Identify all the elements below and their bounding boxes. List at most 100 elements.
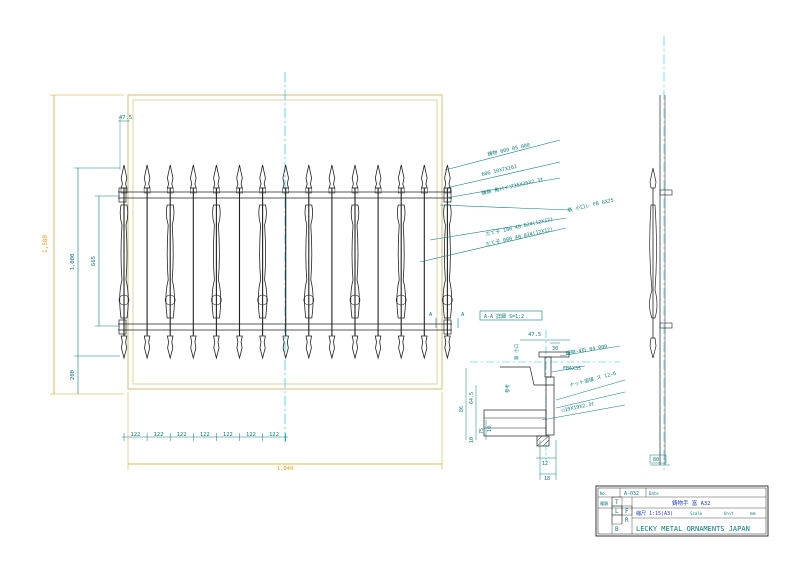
picket-knuckle <box>257 294 268 306</box>
picket-finial <box>282 164 290 189</box>
tb-date-label: Date <box>649 491 659 496</box>
detail-dim-c: 10 <box>469 437 475 443</box>
picket-finial <box>374 164 382 189</box>
picket-bottom-finial <box>374 335 382 360</box>
picket-baluster <box>211 204 222 319</box>
picket-finial <box>351 164 359 189</box>
picket-collar <box>259 187 266 194</box>
picket-bottom-finial <box>120 335 128 360</box>
picket-bottom-finial <box>282 335 289 360</box>
picket-finial <box>143 164 151 189</box>
picket-collar <box>236 187 243 194</box>
picket-baluster <box>257 204 268 319</box>
leader-note-3: 鋳鉄 角パイプ35X35X2.3t <box>481 176 544 197</box>
picket-bottom-finial <box>143 335 151 360</box>
side-view: 80 <box>649 36 673 470</box>
picket-bottom-finial <box>236 335 243 360</box>
pitch-label: 122 <box>154 432 164 438</box>
dim-fence-height: 1,000 <box>70 254 76 271</box>
detail-dim-d: 75 <box>479 428 485 434</box>
picket <box>349 164 361 360</box>
tb-scale: 縮尺 1:15(A3) <box>636 510 673 517</box>
post-top-left <box>118 187 127 203</box>
picket-baluster <box>304 204 314 319</box>
side-dim: 80 <box>653 457 659 463</box>
picket-baluster <box>442 204 453 319</box>
picket-bottom-finial <box>328 335 336 360</box>
picket-collar <box>328 187 336 194</box>
picket <box>303 164 315 360</box>
pitch-label: 122 <box>246 432 256 438</box>
picket <box>257 164 268 360</box>
picket-finial <box>120 164 128 189</box>
dim-total-width: 1,040 <box>277 466 294 472</box>
tb-mark-b: B <box>615 526 619 533</box>
tb-mark-r: R <box>625 517 629 524</box>
picket-finial <box>328 164 336 189</box>
detail-dim-f: 12 <box>542 461 548 467</box>
picket <box>328 164 336 360</box>
picket <box>420 164 428 360</box>
picket <box>189 164 197 360</box>
section-markers: A A <box>429 312 465 328</box>
picket-finial <box>189 164 197 189</box>
tb-mark-l: L <box>615 508 619 515</box>
left-dimensions: 1,580 1,000 665 200 47.5 <box>42 94 132 395</box>
picket-knuckle <box>303 294 315 306</box>
detail-note-1: 鋳物-4石 04 000 <box>565 343 608 357</box>
picket-finial <box>305 164 313 189</box>
detail-section: A-A 詳細 S=1:2 <box>459 310 626 482</box>
post-top-right <box>443 187 452 203</box>
tb-mark-f: F <box>625 508 629 515</box>
picket-finial <box>397 164 405 189</box>
picket-baluster <box>350 204 360 319</box>
picket-bottom-finial <box>351 335 359 360</box>
pitch-label: 122 <box>223 432 233 438</box>
picket-bottom-finial <box>397 335 405 360</box>
dim-bottom-gap: 200 <box>70 370 76 380</box>
picket-bottom-finial <box>421 335 428 360</box>
detail-dim-b: 64.5 <box>469 392 475 404</box>
leader-notes <box>419 139 571 263</box>
side-finial <box>649 167 657 189</box>
picket-collar <box>143 187 151 194</box>
picket-collar <box>166 187 174 194</box>
picket-baluster <box>165 204 175 319</box>
picket-finial <box>444 164 451 189</box>
tb-company: LECKY METAL ORNAMENTS JAPAN <box>636 525 750 533</box>
detail-dim-g: 18 <box>544 476 550 482</box>
picket-bottom-finial <box>213 335 220 360</box>
detail-title: A-A 詳細 S=1:2 <box>484 313 524 320</box>
pitch-label: 122 <box>131 432 141 438</box>
detail-dim-e: 10 <box>487 426 493 432</box>
picket-knuckle <box>349 294 361 306</box>
picket-collar <box>374 187 382 194</box>
pitch-label: 122 <box>177 432 187 438</box>
picket-collar <box>213 187 220 194</box>
picket-collar <box>282 187 289 194</box>
tb-scale-label: Scale <box>690 511 703 516</box>
tb-name: 鋳物手 富 A32 <box>672 499 711 507</box>
picket-bottom-finial <box>190 335 197 360</box>
side-bottom-bracket <box>659 322 673 329</box>
side-top-bracket <box>659 189 673 196</box>
pitch-label: 122 <box>269 432 279 438</box>
side-baluster <box>649 204 658 319</box>
tb-mark-t: T <box>615 499 619 506</box>
detail-note-2: FB6X35 <box>563 366 581 372</box>
section-marker-left: A <box>429 312 433 318</box>
picket <box>374 164 382 360</box>
picket-collar <box>421 187 428 194</box>
picket-finial <box>259 164 266 189</box>
detail-note-5: 参考 <box>504 384 511 393</box>
tb-no-label: No. <box>600 491 607 496</box>
picket <box>143 164 151 360</box>
picket-knuckle <box>211 294 222 306</box>
picket-finial <box>420 164 428 189</box>
tb-drawing-no: A-032 <box>624 491 639 497</box>
picket-collar <box>305 187 313 194</box>
picket <box>395 164 407 360</box>
picket-bottom-finial <box>305 335 313 360</box>
